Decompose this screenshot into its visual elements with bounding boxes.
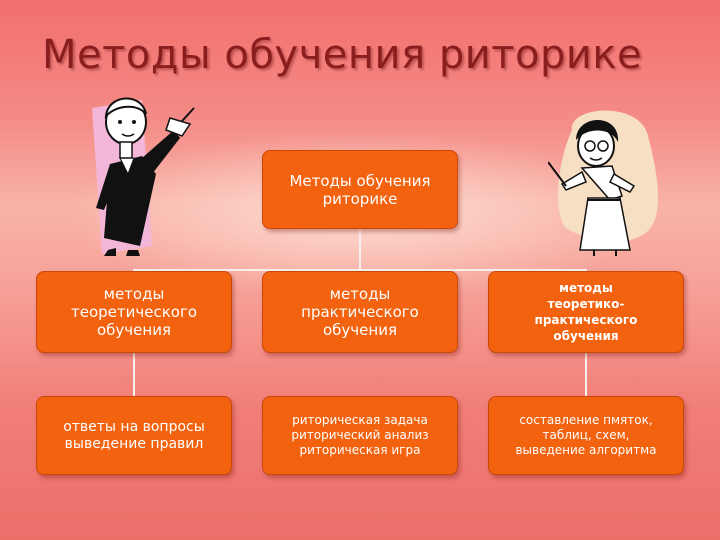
connector-root-down <box>359 229 361 270</box>
teacher-left-clipart <box>92 97 195 256</box>
activities-node-label: ответы на вопросы выведение правил <box>63 418 205 452</box>
root-node-label: Методы обучения риторике <box>289 171 431 208</box>
method-node-practical: методы практического обучения <box>262 271 458 353</box>
activities-node-label: составление пмяток, таблиц, схем, выведе… <box>515 413 657 457</box>
activities-node-theoretical-practical: составление пмяток, таблиц, схем, выведе… <box>488 396 684 475</box>
root-node: Методы обучения риторике <box>262 150 458 229</box>
method-node-theoretical-practical: методы теоретико- практического обучения <box>488 271 684 353</box>
teacher-right-clipart <box>548 110 659 256</box>
connector-horizontal <box>133 269 587 271</box>
method-node-theoretical: методы теоретического обучения <box>36 271 232 353</box>
method-node-label: методы практического обучения <box>301 285 419 339</box>
slide-title: Методы обучения риторике <box>42 32 643 78</box>
activities-node-practical: риторическая задача риторический анализ … <box>262 396 458 475</box>
method-node-label: методы теоретико- практического обучения <box>534 281 638 343</box>
activities-node-label: риторическая задача риторический анализ … <box>291 413 429 457</box>
method-node-label: методы теоретического обучения <box>70 285 197 339</box>
activities-node-theoretical: ответы на вопросы выведение правил <box>36 396 232 475</box>
